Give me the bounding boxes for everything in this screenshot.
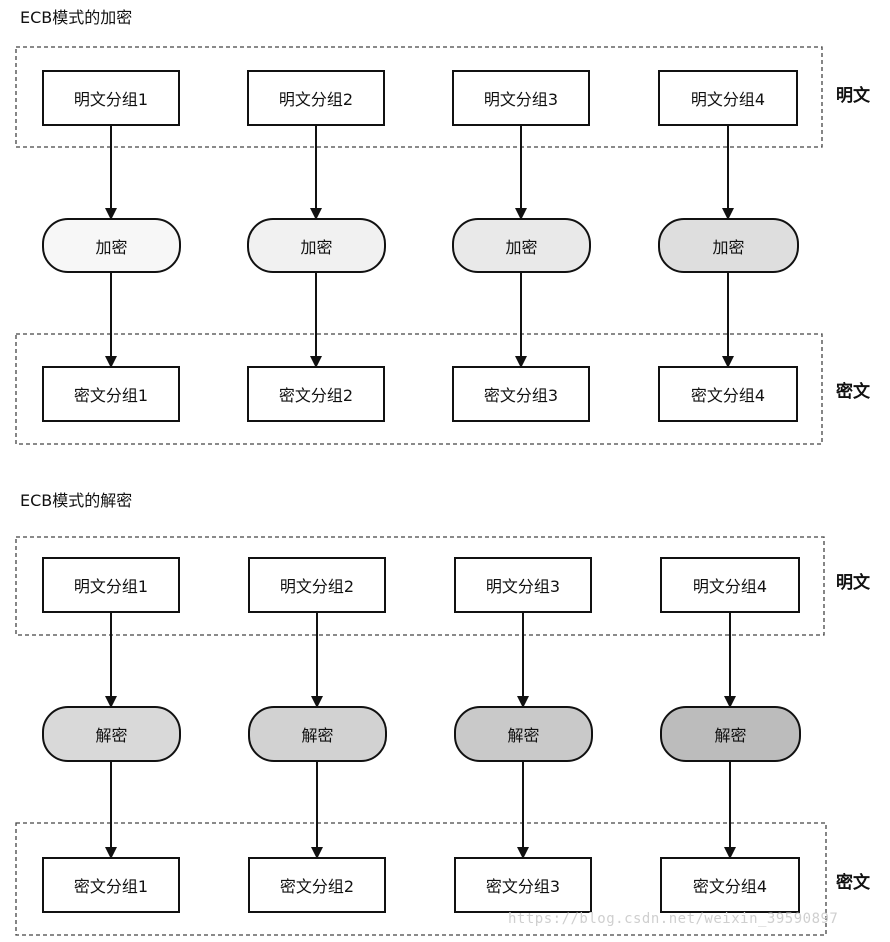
encryption-plaintext-label: 明文	[836, 86, 870, 106]
decryption-plaintext-group	[15, 536, 825, 636]
encryption-plaintext-block-4: 明文分组4	[658, 70, 798, 126]
encryption-ciphertext-block-4: 密文分组4	[658, 366, 798, 422]
encryption-plaintext-block-2: 明文分组2	[247, 70, 385, 126]
encrypt-op-3: 加密	[452, 218, 591, 273]
encryption-ciphertext-label: 密文	[836, 382, 870, 402]
encryption-ciphertext-block-2: 密文分组2	[247, 366, 385, 422]
decryption-plaintext-block-4: 明文分组4	[660, 557, 800, 613]
decryption-title: ECB模式的解密	[20, 491, 133, 510]
decryption-ciphertext-block-1: 密文分组1	[42, 857, 180, 913]
encryption-plaintext-group	[15, 46, 823, 148]
encryption-title: ECB模式的加密	[20, 8, 133, 27]
encryption-plaintext-block-1: 明文分组1	[42, 70, 180, 126]
decryption-ciphertext-block-3: 密文分组3	[454, 857, 592, 913]
decrypt-op-4: 解密	[660, 706, 801, 762]
decryption-plaintext-block-1: 明文分组1	[42, 557, 180, 613]
decrypt-op-2: 解密	[248, 706, 387, 762]
decryption-plaintext-label: 明文	[836, 573, 870, 593]
decryption-ciphertext-block-2: 密文分组2	[248, 857, 386, 913]
encryption-ciphertext-block-1: 密文分组1	[42, 366, 180, 422]
csdn-watermark: https://blog.csdn.net/weixin_39590897	[508, 911, 839, 927]
decryption-ciphertext-label: 密文	[836, 873, 870, 893]
encrypt-op-1: 加密	[42, 218, 181, 273]
encrypt-op-2: 加密	[247, 218, 386, 273]
decryption-ciphertext-block-4: 密文分组4	[660, 857, 800, 913]
decryption-ciphertext-group	[15, 822, 827, 936]
encrypt-op-4: 加密	[658, 218, 799, 273]
decryption-plaintext-block-2: 明文分组2	[248, 557, 386, 613]
encryption-ciphertext-group	[15, 333, 823, 445]
decrypt-op-3: 解密	[454, 706, 593, 762]
decrypt-op-1: 解密	[42, 706, 181, 762]
decryption-plaintext-block-3: 明文分组3	[454, 557, 592, 613]
encryption-plaintext-block-3: 明文分组3	[452, 70, 590, 126]
encryption-ciphertext-block-3: 密文分组3	[452, 366, 590, 422]
